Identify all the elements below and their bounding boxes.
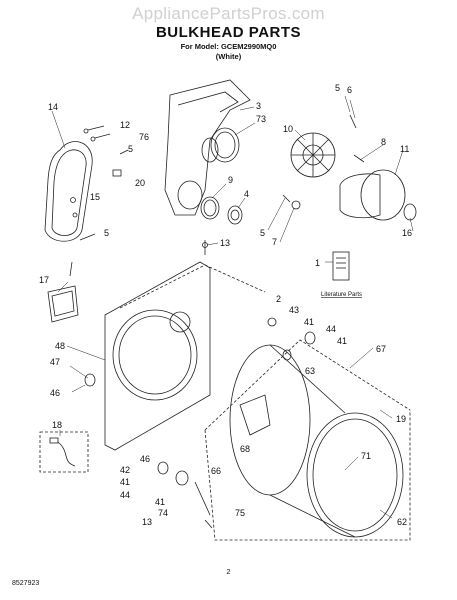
callout-5a: 5 xyxy=(128,144,133,154)
page-title: BULKHEAD PARTS xyxy=(155,24,302,41)
callout-75: 75 xyxy=(235,508,245,518)
callout-44b: 44 xyxy=(120,490,130,500)
callout-46b: 46 xyxy=(140,454,150,464)
document-number: 8527923 xyxy=(12,580,40,587)
callout-16: 16 xyxy=(402,228,412,238)
lint-filter xyxy=(47,285,79,323)
callout-42: 42 xyxy=(120,465,130,475)
callout-71: 71 xyxy=(361,451,371,461)
literature-booklet xyxy=(332,251,350,281)
callout-68: 68 xyxy=(240,444,250,454)
callout-5b: 5 xyxy=(104,228,109,238)
literature-parts-label: Literature Parts xyxy=(321,292,362,298)
callout-5c: 5 xyxy=(335,83,340,93)
callout-63: 63 xyxy=(305,366,315,376)
callout-7: 7 xyxy=(272,237,277,247)
callout-18: 18 xyxy=(52,420,62,430)
callout-5d: 5 xyxy=(260,228,265,238)
callout-20: 20 xyxy=(135,178,145,188)
front-bulkhead xyxy=(104,261,211,451)
callout-74: 74 xyxy=(158,508,168,518)
dryer-drum xyxy=(229,344,404,538)
callout-44a: 44 xyxy=(326,324,336,334)
callout-12: 12 xyxy=(120,120,130,130)
callout-67: 67 xyxy=(376,344,386,354)
callout-41b: 41 xyxy=(337,336,347,346)
callout-48: 48 xyxy=(55,341,65,351)
callout-2: 2 xyxy=(276,294,281,304)
callout-10: 10 xyxy=(283,124,293,134)
callout-47: 47 xyxy=(50,357,60,367)
callout-8: 8 xyxy=(381,137,386,147)
callout-19: 19 xyxy=(396,414,406,424)
callout-3: 3 xyxy=(256,101,261,111)
idler-assemblies xyxy=(84,317,316,529)
leader-lines xyxy=(51,95,414,519)
callout-11: 11 xyxy=(400,144,409,154)
callout-73: 73 xyxy=(256,114,266,124)
callout-9: 9 xyxy=(228,175,233,185)
seal-ring xyxy=(200,196,220,220)
site-watermark: AppliancePartsPros.com xyxy=(132,4,325,23)
wire-harness-kit xyxy=(39,431,89,473)
small-hardware xyxy=(69,114,365,277)
callout-13b: 13 xyxy=(142,517,152,527)
callout-17: 17 xyxy=(39,275,49,285)
callout-4: 4 xyxy=(244,189,249,199)
model-label: For Model: GCEM2990MQ0 xyxy=(180,42,277,51)
duct-gasket xyxy=(210,127,240,163)
callout-13a: 13 xyxy=(220,238,230,248)
callout-6: 6 xyxy=(347,85,352,95)
callout-62: 62 xyxy=(397,517,407,527)
callout-41a: 41 xyxy=(304,317,314,327)
upper-duct xyxy=(164,79,251,216)
blower-wheel xyxy=(290,132,336,178)
callout-1: 1 xyxy=(315,258,320,268)
color-label: (White) xyxy=(215,52,242,61)
callout-66: 66 xyxy=(211,466,221,476)
callout-41c: 41 xyxy=(120,477,130,487)
callout-43: 43 xyxy=(289,305,299,315)
callout-14: 14 xyxy=(48,102,58,112)
drive-belt xyxy=(44,141,93,242)
callout-46a: 46 xyxy=(50,388,60,398)
callout-76: 76 xyxy=(139,132,149,142)
motor-housing xyxy=(339,169,417,221)
callout-41d: 41 xyxy=(155,497,165,507)
callout-15: 15 xyxy=(90,192,100,202)
callout-labels: 14 12 76 5 20 15 5 3 73 10 9 4 6 5 8 11 … xyxy=(39,83,412,527)
page-number: 2 xyxy=(226,569,231,576)
bearing xyxy=(227,205,243,225)
